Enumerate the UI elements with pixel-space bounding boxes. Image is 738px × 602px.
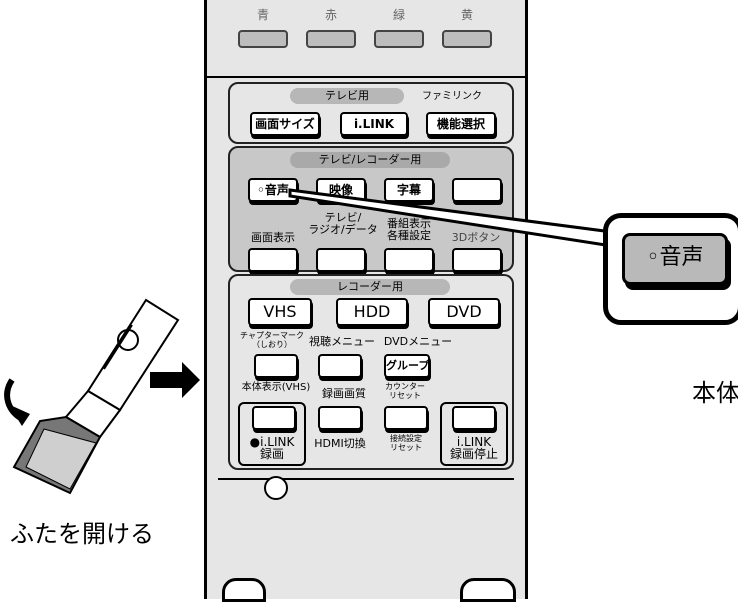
audio-button[interactable]: ◦音声 (248, 178, 298, 202)
connection-reset-button[interactable] (384, 406, 428, 430)
view-menu-button[interactable] (318, 354, 362, 378)
blue-button[interactable] (238, 30, 288, 48)
blue-label: 青 (256, 8, 269, 22)
remote-lid-icon (12, 298, 180, 495)
hdmi-switch-label: HDMI切換 (314, 437, 366, 450)
dvd-button[interactable]: DVD (428, 298, 500, 326)
ilink-stop-group (440, 402, 508, 466)
dvd-menu-label: DVDメニュー (383, 335, 453, 348)
tv-radio-data-button[interactable] (316, 248, 366, 272)
subtitle-button[interactable]: 字幕 (384, 178, 434, 202)
settings-label: 番組表示 各種設定 (387, 217, 431, 242)
main-display-vhs-label: 本体表示(VHS) (241, 382, 311, 393)
green-label: 緑 (392, 8, 405, 22)
divider (218, 478, 514, 480)
red-label: 赤 (324, 8, 337, 22)
counter-reset-label: カウンター リセット (385, 382, 425, 400)
red-button[interactable] (306, 30, 356, 48)
tv-radio-data-label: テレビ/ ラジオ/データ (308, 211, 378, 236)
open-lid-caption: ふたを開ける (10, 520, 154, 548)
green-button[interactable] (374, 30, 424, 48)
display-label: 画面表示 (251, 231, 295, 244)
recorder-panel (228, 274, 514, 470)
screen-size-button[interactable]: 画面サイズ (250, 112, 320, 136)
blank-button[interactable] (452, 178, 502, 202)
right-edge-caption: 本体 (692, 379, 738, 407)
divider (205, 76, 525, 78)
right-arrow-icon (150, 362, 200, 398)
ilink-record-group (238, 402, 306, 466)
ilink-button[interactable]: i.LINK (340, 112, 408, 136)
recorder-panel-title: レコーダー用 (290, 279, 450, 295)
yellow-button[interactable] (442, 30, 492, 48)
function-select-button[interactable]: 機能選択 (426, 112, 496, 136)
ilink-record-label: ●i.LINK 録画 (249, 435, 295, 461)
ilink-record-button[interactable] (252, 406, 296, 430)
chapter-mark-label: チャプターマーク （しおり） (240, 331, 304, 349)
yellow-label: 黄 (460, 8, 473, 22)
3d-button-label: 3Dボタン (451, 231, 501, 244)
sensor-icon (264, 476, 288, 500)
tv-panel-title: テレビ用 (290, 88, 404, 104)
ilink-stop-label: i.LINK 録画停止 (449, 435, 498, 461)
3d-button[interactable] (452, 248, 502, 272)
hdd-button[interactable]: HDD (336, 298, 408, 326)
familink-label: ファミリンク (422, 91, 482, 102)
tv-recorder-panel-title: テレビ/レコーダー用 (290, 152, 450, 168)
view-menu-label: 視聴メニュー (309, 335, 375, 348)
hdmi-switch-button[interactable] (318, 406, 362, 430)
group-button[interactable]: グループ (384, 354, 430, 378)
ilink-stop-button[interactable] (452, 406, 496, 430)
tv-panel (228, 82, 514, 144)
vhs-button[interactable]: VHS (248, 298, 312, 326)
audio-button-zoomed: ◦音声 (622, 233, 728, 285)
recording-quality-label: 録画画質 (322, 387, 366, 400)
connection-reset-label: 接続設定 リセット (390, 434, 422, 452)
display-button[interactable] (248, 248, 298, 272)
settings-button[interactable] (384, 248, 434, 272)
chapter-mark-button[interactable] (254, 354, 298, 378)
